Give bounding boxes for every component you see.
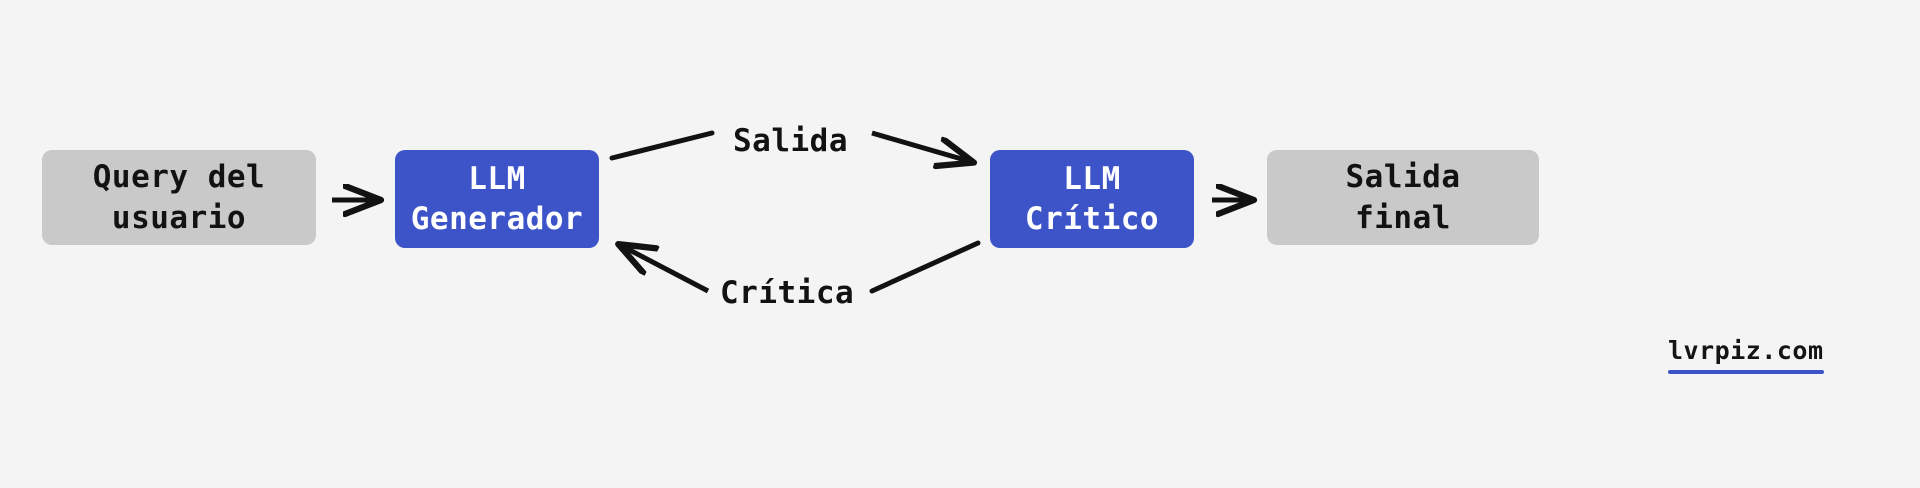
node-generator-label-line2: Generador — [410, 201, 584, 237]
node-query-label-line2: usuario — [111, 199, 247, 236]
watermark: lvrpiz.com — [1668, 336, 1824, 374]
node-query-del-usuario[interactable]: Query del usuario — [42, 150, 316, 245]
node-final-label-line1: Salida — [1345, 159, 1461, 196]
node-query-label-line1: Query del — [92, 159, 266, 196]
node-critic-label-line2: Crítico — [1024, 201, 1160, 237]
edge-label-critica: Crítica — [720, 275, 855, 311]
node-llm-critico[interactable]: LLM Crítico — [990, 150, 1194, 248]
edge-label-salida: Salida — [733, 123, 848, 159]
node-salida-final[interactable]: Salida final — [1267, 150, 1539, 245]
watermark-underline — [1668, 370, 1824, 374]
node-generator-label-line1: LLM — [468, 160, 526, 197]
watermark-text: lvrpiz.com — [1668, 336, 1824, 365]
node-final-label-line2: final — [1355, 199, 1451, 236]
node-llm-generador[interactable]: LLM Generador — [395, 150, 599, 248]
node-critic-label-line1: LLM — [1063, 160, 1121, 197]
